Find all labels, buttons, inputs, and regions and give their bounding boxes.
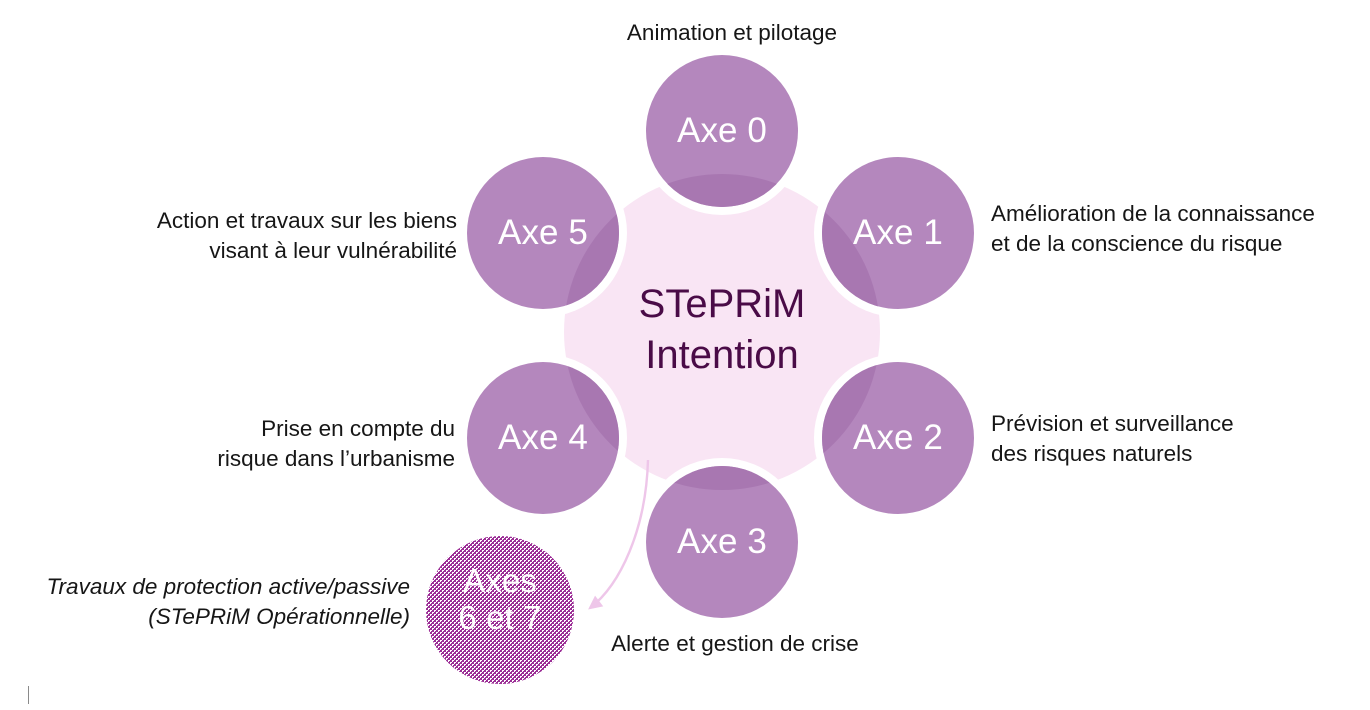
connector-arrow [588,459,650,610]
caption-axe-3: Alerte et gestion de crise [611,631,859,656]
circle-axe-0 [646,55,798,207]
caption-axe-5: Action et travaux sur les biens visant à… [156,208,457,263]
caption-axe-2: Prévision et surveillance des risques na… [991,411,1234,466]
caption-axe-0: Animation et pilotage [626,20,838,45]
center-label: STePRiM Intention [638,282,806,378]
circle-axe-3 [646,466,798,618]
circle-axes-6-7[interactable] [426,536,574,684]
caption-axe-4: Prise en compte du risque dans l’urbanis… [217,416,455,471]
center-circle[interactable] [564,174,880,490]
text-cursor [28,686,29,704]
caption-axes-6-7: Travaux de protection active/passive (ST… [46,574,410,629]
caption-axe-1: Amélioration de la connaissance et de la… [991,201,1315,256]
